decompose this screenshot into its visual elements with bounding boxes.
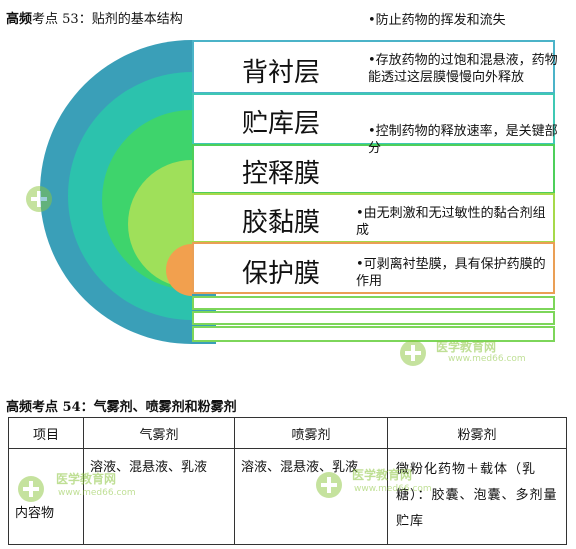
layer-label-reservoir: 贮库层 <box>242 109 321 139</box>
watermark-logo-icon <box>26 186 52 212</box>
layer-label-backing: 背衬层 <box>242 58 321 88</box>
band-thin-3 <box>192 326 555 342</box>
watermark-text: 医学教育网 <box>56 472 117 486</box>
table-header-cell: 粉雾剂 <box>387 417 567 449</box>
note-reservoir: •控制药物的释放速率，是关键部分 <box>368 124 558 156</box>
table-header-cell: 气雾剂 <box>83 417 235 449</box>
patch-structure-diagram: 背衬层 贮库层 控释膜 胶黏膜 保护膜 •防止药物的挥发和流失 •存放药物的过饱… <box>26 13 558 366</box>
ring-core <box>166 244 192 296</box>
layer-label-adhesive: 胶黏膜 <box>242 208 321 238</box>
band-adhesive-layer <box>192 193 555 243</box>
note-backing: •存放药物的过饱和混悬液，药物能透过这层膜慢慢向外释放 <box>368 53 558 85</box>
section-title-53: 高频考点 53：贴剂的基本结构 <box>6 12 183 27</box>
band-thin-1 <box>192 296 555 310</box>
band-reservoir-layer <box>192 93 555 145</box>
layer-label-release: 控释膜 <box>242 159 321 189</box>
note-adhesive: •由无刺激和无过敏性的黏合剂组成 <box>356 206 546 238</box>
watermark-url: www.med66.com <box>58 488 136 498</box>
section-title-54: 高频考点 54：气雾剂、喷雾剂和粉雾剂 <box>6 400 237 415</box>
table-row: 内容物 溶液、混悬液、乳液 溶液、混悬液、乳液 微粉化药物＋载体（乳糖）：胶囊、… <box>8 448 567 545</box>
watermark-logo-icon <box>400 340 426 366</box>
aerosol-comparison-table: 项目 气雾剂 喷雾剂 粉雾剂 内容物 溶液、混悬液、乳液 溶液、混悬液、乳液 微… <box>8 417 567 545</box>
note-protective: •可剥离衬垫膜，具有保护药膜的作用 <box>356 257 546 289</box>
table-header-cell: 喷雾剂 <box>234 417 388 449</box>
watermark-text: 医学教育网 <box>352 468 413 482</box>
table-cell: 溶液、混悬液、乳液 <box>234 448 388 545</box>
watermark-url: www.med66.com <box>354 484 432 494</box>
table-cell: 溶液、混悬液、乳液 <box>83 448 235 545</box>
band-thin-2 <box>192 311 555 325</box>
note-top: •防止药物的挥发和流失 <box>368 13 506 28</box>
table-cell: 微粉化药物＋载体（乳糖）：胶囊、泡囊、多剂量贮库 <box>387 448 567 545</box>
table-header-cell: 项目 <box>8 417 84 449</box>
watermark-text: 医学教育网 <box>436 340 497 354</box>
watermark-logo-icon <box>18 476 44 502</box>
watermark-url: www.med66.com <box>448 354 526 364</box>
band-protective-layer <box>192 242 555 294</box>
layer-label-protective: 保护膜 <box>242 259 321 289</box>
watermark-logo-icon <box>316 472 342 498</box>
table-header-row: 项目 气雾剂 喷雾剂 粉雾剂 <box>8 417 567 449</box>
band-backing-layer <box>192 40 555 94</box>
layer-rings-graphic <box>40 40 216 344</box>
